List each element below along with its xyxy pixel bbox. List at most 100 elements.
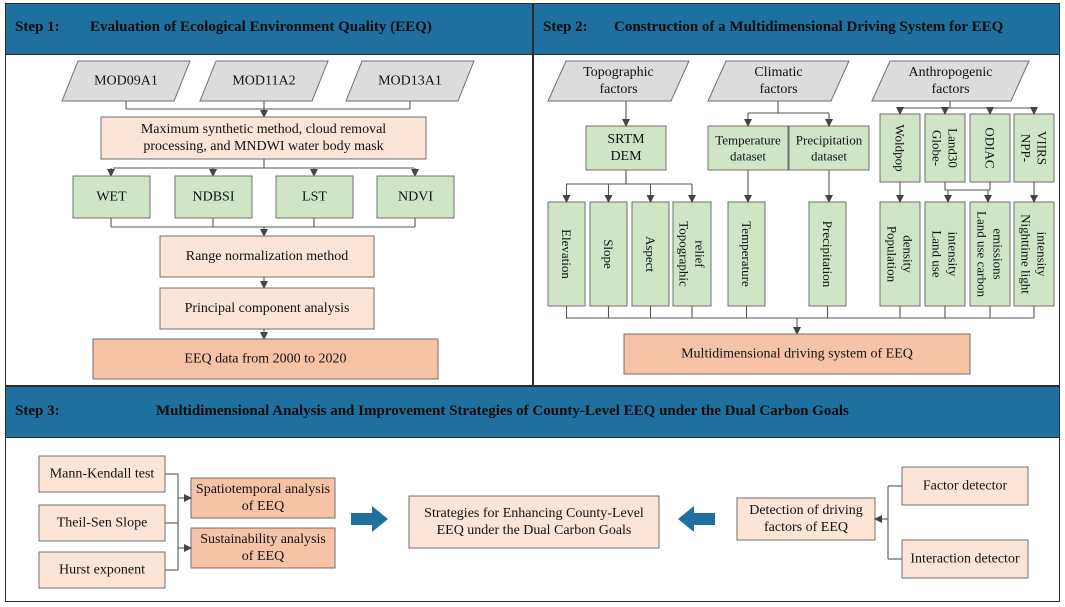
factor-5-text: Precipitation: [820, 221, 835, 288]
anthro-source-2-text: ODIAC: [983, 127, 998, 168]
method-0: [38, 455, 166, 493]
factor-6-text: Population: [885, 226, 900, 283]
spatiotemporal-analysis-box: [190, 477, 336, 519]
precipitation-dataset-box-text: Precipitation: [796, 133, 863, 148]
factor-3: [672, 201, 712, 307]
step3-header: [5, 386, 1060, 438]
factor-3-text: Topographic: [677, 221, 692, 287]
temperature-dataset-box-text: dataset: [730, 148, 766, 163]
category-topographic-text: factors: [599, 82, 637, 97]
indicator-ndvi-text: NDVI: [398, 190, 433, 205]
factor-7-text: Land use: [930, 230, 945, 278]
strategies-box: [408, 495, 660, 549]
product-mod11a2: [199, 60, 329, 102]
precipitation-dataset-box-text: dataset: [811, 148, 847, 163]
factor-0: [547, 201, 586, 307]
step1-title: Evaluation of Ecological Environment Qua…: [90, 19, 432, 35]
anthro-source-1: [924, 113, 966, 183]
strategies-box-text: EEQ under the Dual Carbon Goals: [437, 523, 632, 538]
indicator-lst-text: LST: [302, 190, 327, 205]
detection-box: [736, 497, 876, 541]
step1-number: Step 1:: [15, 19, 60, 35]
spatiotemporal-analysis-box-text: of EEQ: [242, 499, 284, 514]
normalization-box-text: Range normalization method: [186, 249, 349, 264]
step2-header: [533, 3, 1060, 55]
category-topographic-text: Topographic: [583, 65, 654, 80]
processing-box: [100, 116, 427, 160]
step3-number: Step 3:: [15, 403, 60, 419]
category-climatic-text: factors: [759, 82, 797, 97]
anthro-source-3-text: NPP-: [1019, 134, 1034, 162]
method-1-text: Theil-Sen Slope: [57, 516, 148, 531]
category-climatic: [707, 60, 850, 102]
spatiotemporal-analysis-box-text: Spatiotemporal analysis: [196, 482, 330, 497]
precipitation-dataset-box: [788, 125, 870, 171]
eeq-output-box: [92, 338, 439, 380]
category-anthropogenic-text: Anthropogenic: [909, 65, 993, 80]
factor-4-text: Temperature: [739, 221, 754, 287]
indicator-ndbsi-text: NDBSI: [192, 190, 234, 205]
indicator-ndvi: [376, 175, 455, 219]
product-mod09a1: [61, 60, 191, 102]
pca-box: [159, 287, 375, 330]
factor-1-text: Slope: [601, 239, 616, 269]
category-anthropogenic-text: factors: [931, 82, 969, 97]
indicator-wet: [72, 175, 151, 219]
step1-header: [5, 3, 533, 55]
method-2-text: Hurst exponent: [59, 563, 145, 578]
factor-9-text: intensity: [1034, 232, 1049, 277]
anthro-source-1-text: Globe-: [930, 130, 945, 166]
eeq-output-box-text: EEQ data from 2000 to 2020: [184, 352, 346, 367]
factor-detector-box-text: Factor detector: [923, 479, 1008, 494]
indicator-ndbsi: [174, 175, 253, 219]
driving-system-box-text: Multidimensional driving system of EEQ: [681, 347, 913, 362]
category-topographic: [547, 60, 690, 102]
pca-box-text: Principal component analysis: [185, 301, 350, 316]
detection-box-text: factors of EEQ: [764, 520, 848, 535]
sustainability-analysis-box-text: of EEQ: [242, 549, 284, 564]
strategies-box-text: Strategies for Enhancing County-Level: [424, 506, 644, 521]
step2-title: Construction of a Multidimensional Drivi…: [614, 19, 1004, 35]
product-mod09a1-text: MOD09A1: [94, 74, 158, 89]
right-arrow-icon: [351, 506, 388, 532]
temperature-dataset-box: [707, 125, 789, 171]
indicator-lst: [275, 175, 354, 219]
normalization-box: [159, 235, 375, 278]
driving-system-box: [623, 333, 971, 375]
method-0-text: Mann-Kendall test: [50, 467, 155, 482]
left-arrow-icon: [678, 506, 715, 532]
factor-7: [924, 201, 966, 307]
srtm-dem-box-text: DEM: [610, 149, 642, 164]
category-anthropogenic: [871, 60, 1030, 102]
factor-6: [879, 201, 921, 307]
product-mod13a1-text: MOD13A1: [378, 74, 442, 89]
factor-0-text: Elevation: [559, 229, 574, 279]
factor-9-text: Nighttime light: [1019, 214, 1034, 294]
method-2: [38, 551, 166, 589]
detection-box-text: Detection of driving: [749, 503, 863, 518]
method-1: [38, 504, 166, 542]
factor-8-text: Land use carbon: [975, 211, 990, 297]
interaction-detector-box-text: Interaction detector: [910, 552, 1020, 567]
factor-detector-box: [901, 466, 1029, 506]
factor-1: [589, 201, 628, 307]
product-mod13a1: [345, 60, 475, 102]
step2-number: Step 2:: [543, 19, 588, 35]
factor-8-text: emissions: [990, 228, 1005, 279]
srtm-dem-box-text: SRTM: [607, 132, 645, 147]
factor-6-text: density: [900, 235, 915, 273]
anthro-source-1-text: Land30: [945, 128, 960, 168]
temperature-dataset-box-text: Temperature: [715, 133, 781, 148]
category-climatic-text: Climatic: [754, 65, 802, 80]
factor-7-text: intensity: [945, 232, 960, 277]
sustainability-analysis-box-text: Sustainability analysis: [200, 532, 326, 547]
indicator-wet-text: WET: [96, 190, 127, 205]
processing-box-text: Maximum synthetic method, cloud removal: [141, 122, 386, 137]
factor-3-text: relief: [692, 240, 707, 268]
product-mod11a2-text: MOD11A2: [232, 74, 295, 89]
processing-box-text: processing, and MNDWI water body mask: [143, 139, 383, 154]
anthro-source-3-text: VIIRS: [1034, 131, 1049, 165]
factor-5: [808, 201, 847, 307]
